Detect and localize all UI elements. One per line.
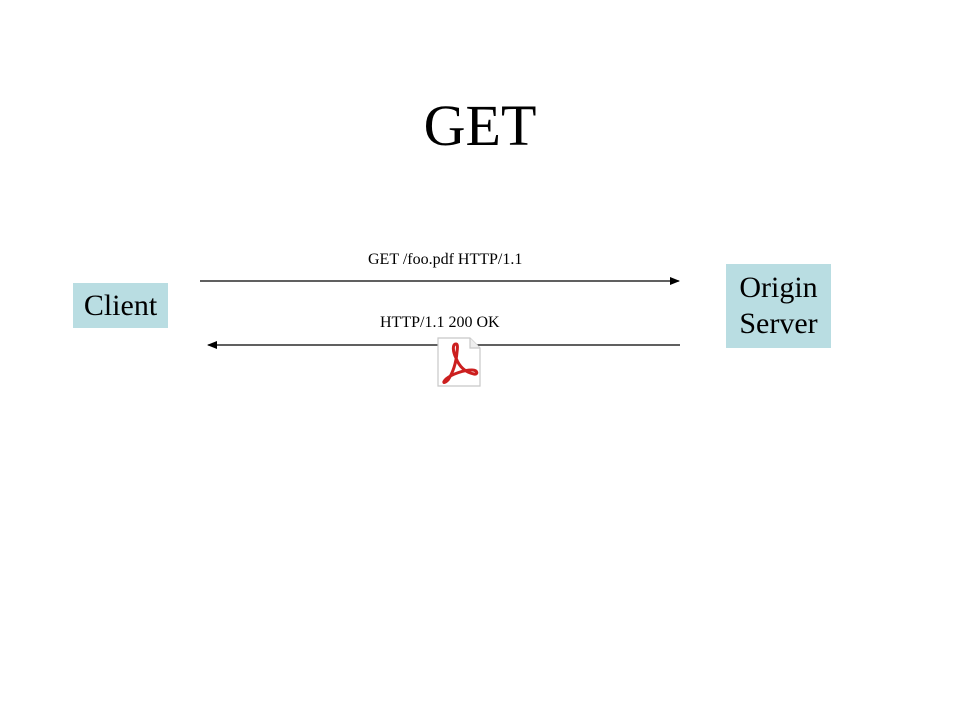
response-label: HTTP/1.1 200 OK — [380, 314, 500, 331]
slide-title: GET — [423, 93, 537, 158]
server-label-line2: Server — [739, 307, 818, 340]
server-label-line1: Origin — [739, 271, 818, 304]
client-label: Client — [83, 288, 158, 322]
pdf-file-icon — [437, 337, 481, 387]
client-node: Client — [73, 283, 168, 328]
origin-server-node: Origin Server — [726, 264, 831, 348]
request-label: GET /foo.pdf HTTP/1.1 — [368, 251, 523, 268]
